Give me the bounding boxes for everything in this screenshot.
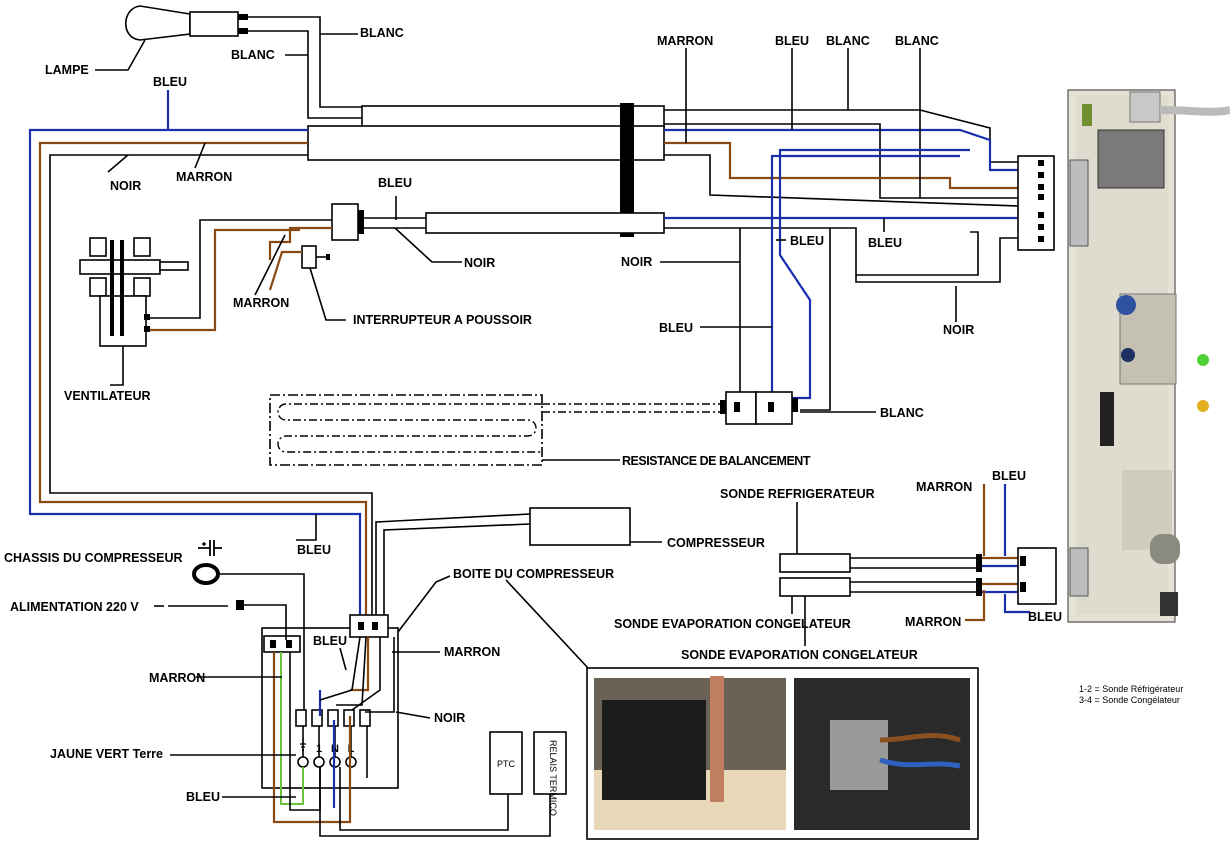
label-boite: BOITE DU COMPRESSEUR bbox=[453, 567, 614, 581]
label-blanc-1: BLANC bbox=[360, 26, 404, 40]
fan-motor bbox=[79, 237, 189, 347]
label-blanc-3: BLANC bbox=[880, 406, 924, 420]
balancing-resistance bbox=[269, 394, 720, 466]
label-marron-2: MARRON bbox=[233, 296, 289, 310]
label-lampe: LAMPE bbox=[45, 63, 89, 77]
label-ptc: PTC bbox=[497, 759, 516, 769]
label-noir-5: NOIR bbox=[434, 711, 465, 725]
label-blanc-top-2: BLANC bbox=[895, 34, 939, 48]
label-ventilateur: VENTILATEUR bbox=[64, 389, 151, 403]
ptc-component bbox=[489, 731, 523, 795]
label-blanc-2: BLANC bbox=[231, 48, 275, 62]
label-marron-6: MARRON bbox=[905, 615, 961, 629]
lamp-icon bbox=[125, 5, 248, 41]
label-marron-4: MARRON bbox=[444, 645, 500, 659]
push-switch bbox=[301, 245, 317, 269]
ground-icon bbox=[198, 540, 222, 556]
label-bleu-3: BLEU bbox=[790, 234, 824, 248]
compressor bbox=[529, 507, 631, 546]
label-marron-3: MARRON bbox=[916, 480, 972, 494]
thermal-relay bbox=[533, 731, 567, 795]
label-bleu-5: BLEU bbox=[659, 321, 693, 335]
legend-line-2: 3-4 = Sonde Congélateur bbox=[1079, 695, 1180, 705]
control-pcb bbox=[1067, 89, 1230, 623]
label-chassis: CHASSIS DU COMPRESSEUR bbox=[4, 551, 183, 565]
label-bleu-10: BLEU bbox=[1028, 610, 1062, 624]
label-bleu-9: BLEU bbox=[186, 790, 220, 804]
probe-freezer bbox=[779, 577, 851, 597]
label-noir-3: NOIR bbox=[621, 255, 652, 269]
label-blanc-top-1: BLANC bbox=[826, 34, 870, 48]
label-sonde-evap-1: SONDE EVAPORATION CONGELATEUR bbox=[614, 617, 851, 631]
legend-line-1: 1-2 = Sonde Réfrigérateur bbox=[1079, 684, 1183, 694]
label-noir-2: NOIR bbox=[464, 256, 495, 270]
label-sonde-refrigerateur: SONDE REFRIGERATEUR bbox=[720, 487, 875, 501]
label-marron-1: MARRON bbox=[176, 170, 232, 184]
label-bleu-top: BLEU bbox=[775, 34, 809, 48]
label-marron-top: MARRON bbox=[657, 34, 713, 48]
label-bleu-8: BLEU bbox=[313, 634, 347, 648]
connector-mid bbox=[425, 212, 665, 234]
connector-top-2 bbox=[307, 125, 665, 161]
label-noir-1: NOIR bbox=[110, 179, 141, 193]
connector-top-1 bbox=[361, 105, 665, 129]
label-noir-4: NOIR bbox=[943, 323, 974, 337]
label-bleu-2: BLEU bbox=[378, 176, 412, 190]
label-resistance: RESISTANCE DE BALANCEMENT bbox=[622, 454, 811, 468]
probe-refrigerator bbox=[779, 553, 851, 573]
label-compresseur: COMPRESSEUR bbox=[667, 536, 765, 550]
label-bleu-1: BLEU bbox=[153, 75, 187, 89]
label-alimentation: ALIMENTATION 220 V bbox=[10, 600, 139, 614]
pcb-connector-top bbox=[1017, 155, 1055, 251]
label-bleu-7: BLEU bbox=[297, 543, 331, 557]
label-sonde-evap-2: SONDE EVAPORATION CONGELATEUR bbox=[681, 648, 918, 662]
label-bleu-6: BLEU bbox=[992, 469, 1026, 483]
label-jaune-vert: JAUNE VERT Terre bbox=[50, 747, 163, 761]
label-relais-termico: RELAIS TERMICO bbox=[548, 740, 558, 816]
label-interrupteur: INTERRUPTEUR A POUSSOIR bbox=[353, 313, 532, 327]
photo-of-compressor-box bbox=[594, 676, 970, 830]
label-bleu-4: BLEU bbox=[868, 236, 902, 250]
label-marron-5: MARRON bbox=[149, 671, 205, 685]
